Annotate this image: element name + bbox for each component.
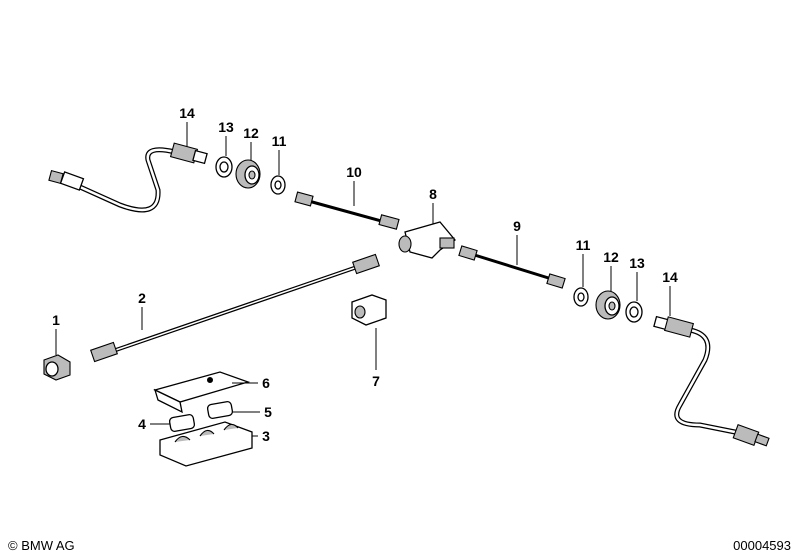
clip-4[interactable] (168, 414, 196, 432)
grommet-12-right[interactable] (595, 290, 621, 320)
callout-12-left[interactable]: 12 (243, 125, 259, 141)
grommet-12-left[interactable] (235, 159, 261, 189)
callout-4[interactable]: 4 (138, 416, 146, 432)
callout-2[interactable]: 2 (138, 290, 146, 306)
callout-9[interactable]: 9 (513, 218, 521, 234)
callout-7[interactable]: 7 (372, 373, 380, 389)
callout-13-right[interactable]: 13 (629, 255, 645, 271)
clip-7[interactable] (351, 294, 387, 326)
washer-13-left[interactable] (215, 156, 233, 178)
brake-pipe-2[interactable] (90, 253, 380, 363)
callout-10[interactable]: 10 (346, 164, 362, 180)
bracket-6[interactable] (153, 371, 251, 414)
brake-hose-right[interactable] (653, 315, 770, 447)
document-number: 00004593 (733, 538, 791, 553)
callout-12-right[interactable]: 12 (603, 249, 619, 265)
brake-pipe-10[interactable] (294, 191, 400, 230)
callout-8[interactable]: 8 (429, 186, 437, 202)
callout-6[interactable]: 6 (262, 375, 270, 391)
callout-11-right[interactable]: 11 (576, 237, 591, 253)
washer-11-right[interactable] (573, 287, 589, 307)
washer-13-right[interactable] (625, 301, 643, 323)
nut-1[interactable] (43, 354, 71, 381)
clip-5[interactable] (206, 401, 234, 419)
holder-3[interactable] (159, 421, 253, 467)
brake-hose-left[interactable] (48, 142, 208, 213)
callout-14-left[interactable]: 14 (179, 105, 195, 121)
copyright-text: © BMW AG (8, 538, 75, 553)
brake-pipe-9[interactable] (458, 245, 566, 289)
washer-11-left[interactable] (270, 175, 286, 195)
callout-14-right[interactable]: 14 (662, 269, 678, 285)
callout-13-left[interactable]: 13 (218, 119, 234, 135)
callout-3[interactable]: 3 (262, 428, 270, 444)
callout-1[interactable]: 1 (52, 312, 60, 328)
callout-11-left[interactable]: 11 (272, 133, 287, 149)
callout-5[interactable]: 5 (264, 404, 272, 420)
t-piece-8[interactable] (398, 221, 456, 259)
